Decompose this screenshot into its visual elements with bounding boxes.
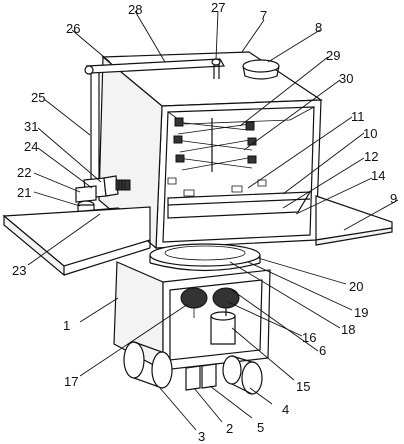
callout-25: 25: [31, 90, 45, 105]
callout-23: 23: [12, 263, 26, 278]
callout-9: 9: [390, 191, 397, 206]
callout-1: 1: [63, 318, 70, 333]
callout-17: 17: [64, 374, 78, 389]
top-arm: [84, 58, 226, 79]
callout-8: 8: [315, 20, 322, 35]
callout-31: 31: [24, 119, 38, 134]
wheels: [123, 341, 263, 395]
callout-19: 19: [354, 305, 368, 320]
callout-27: 27: [211, 0, 225, 15]
left-tray: [2, 206, 151, 277]
turntable: [149, 243, 261, 272]
callout-29: 29: [326, 48, 340, 63]
callout-16: 16: [302, 330, 316, 345]
vertical-rod: [90, 73, 100, 182]
callout-4: 4: [282, 402, 289, 417]
callout-15: 15: [296, 379, 310, 394]
callout-5: 5: [257, 420, 264, 435]
feed-cup: [242, 59, 280, 80]
callout-2: 2: [226, 421, 233, 436]
callout-18: 18: [341, 322, 355, 337]
callout-labels: 28 27 7 8 26 29 30 11 10 12 14 9 25 31 2…: [12, 0, 397, 444]
callout-3: 3: [198, 429, 205, 444]
callout-7: 7: [260, 8, 267, 23]
callout-20: 20: [349, 279, 363, 294]
callout-22: 22: [17, 165, 31, 180]
top-housing: [98, 51, 323, 250]
leader-lines: [27, 10, 399, 431]
callout-28: 28: [128, 2, 142, 17]
right-tray: [315, 195, 393, 246]
callout-12: 12: [364, 149, 378, 164]
callout-10: 10: [363, 126, 377, 141]
callout-21: 21: [17, 185, 31, 200]
callout-30: 30: [339, 71, 353, 86]
gears: [180, 287, 240, 345]
callout-14: 14: [371, 168, 385, 183]
stirring-assembly: [173, 117, 257, 172]
callout-6: 6: [319, 343, 326, 358]
shelf-openings: [167, 177, 267, 197]
callout-26: 26: [66, 21, 80, 36]
callout-24: 24: [24, 139, 38, 154]
callout-11: 11: [351, 109, 365, 124]
